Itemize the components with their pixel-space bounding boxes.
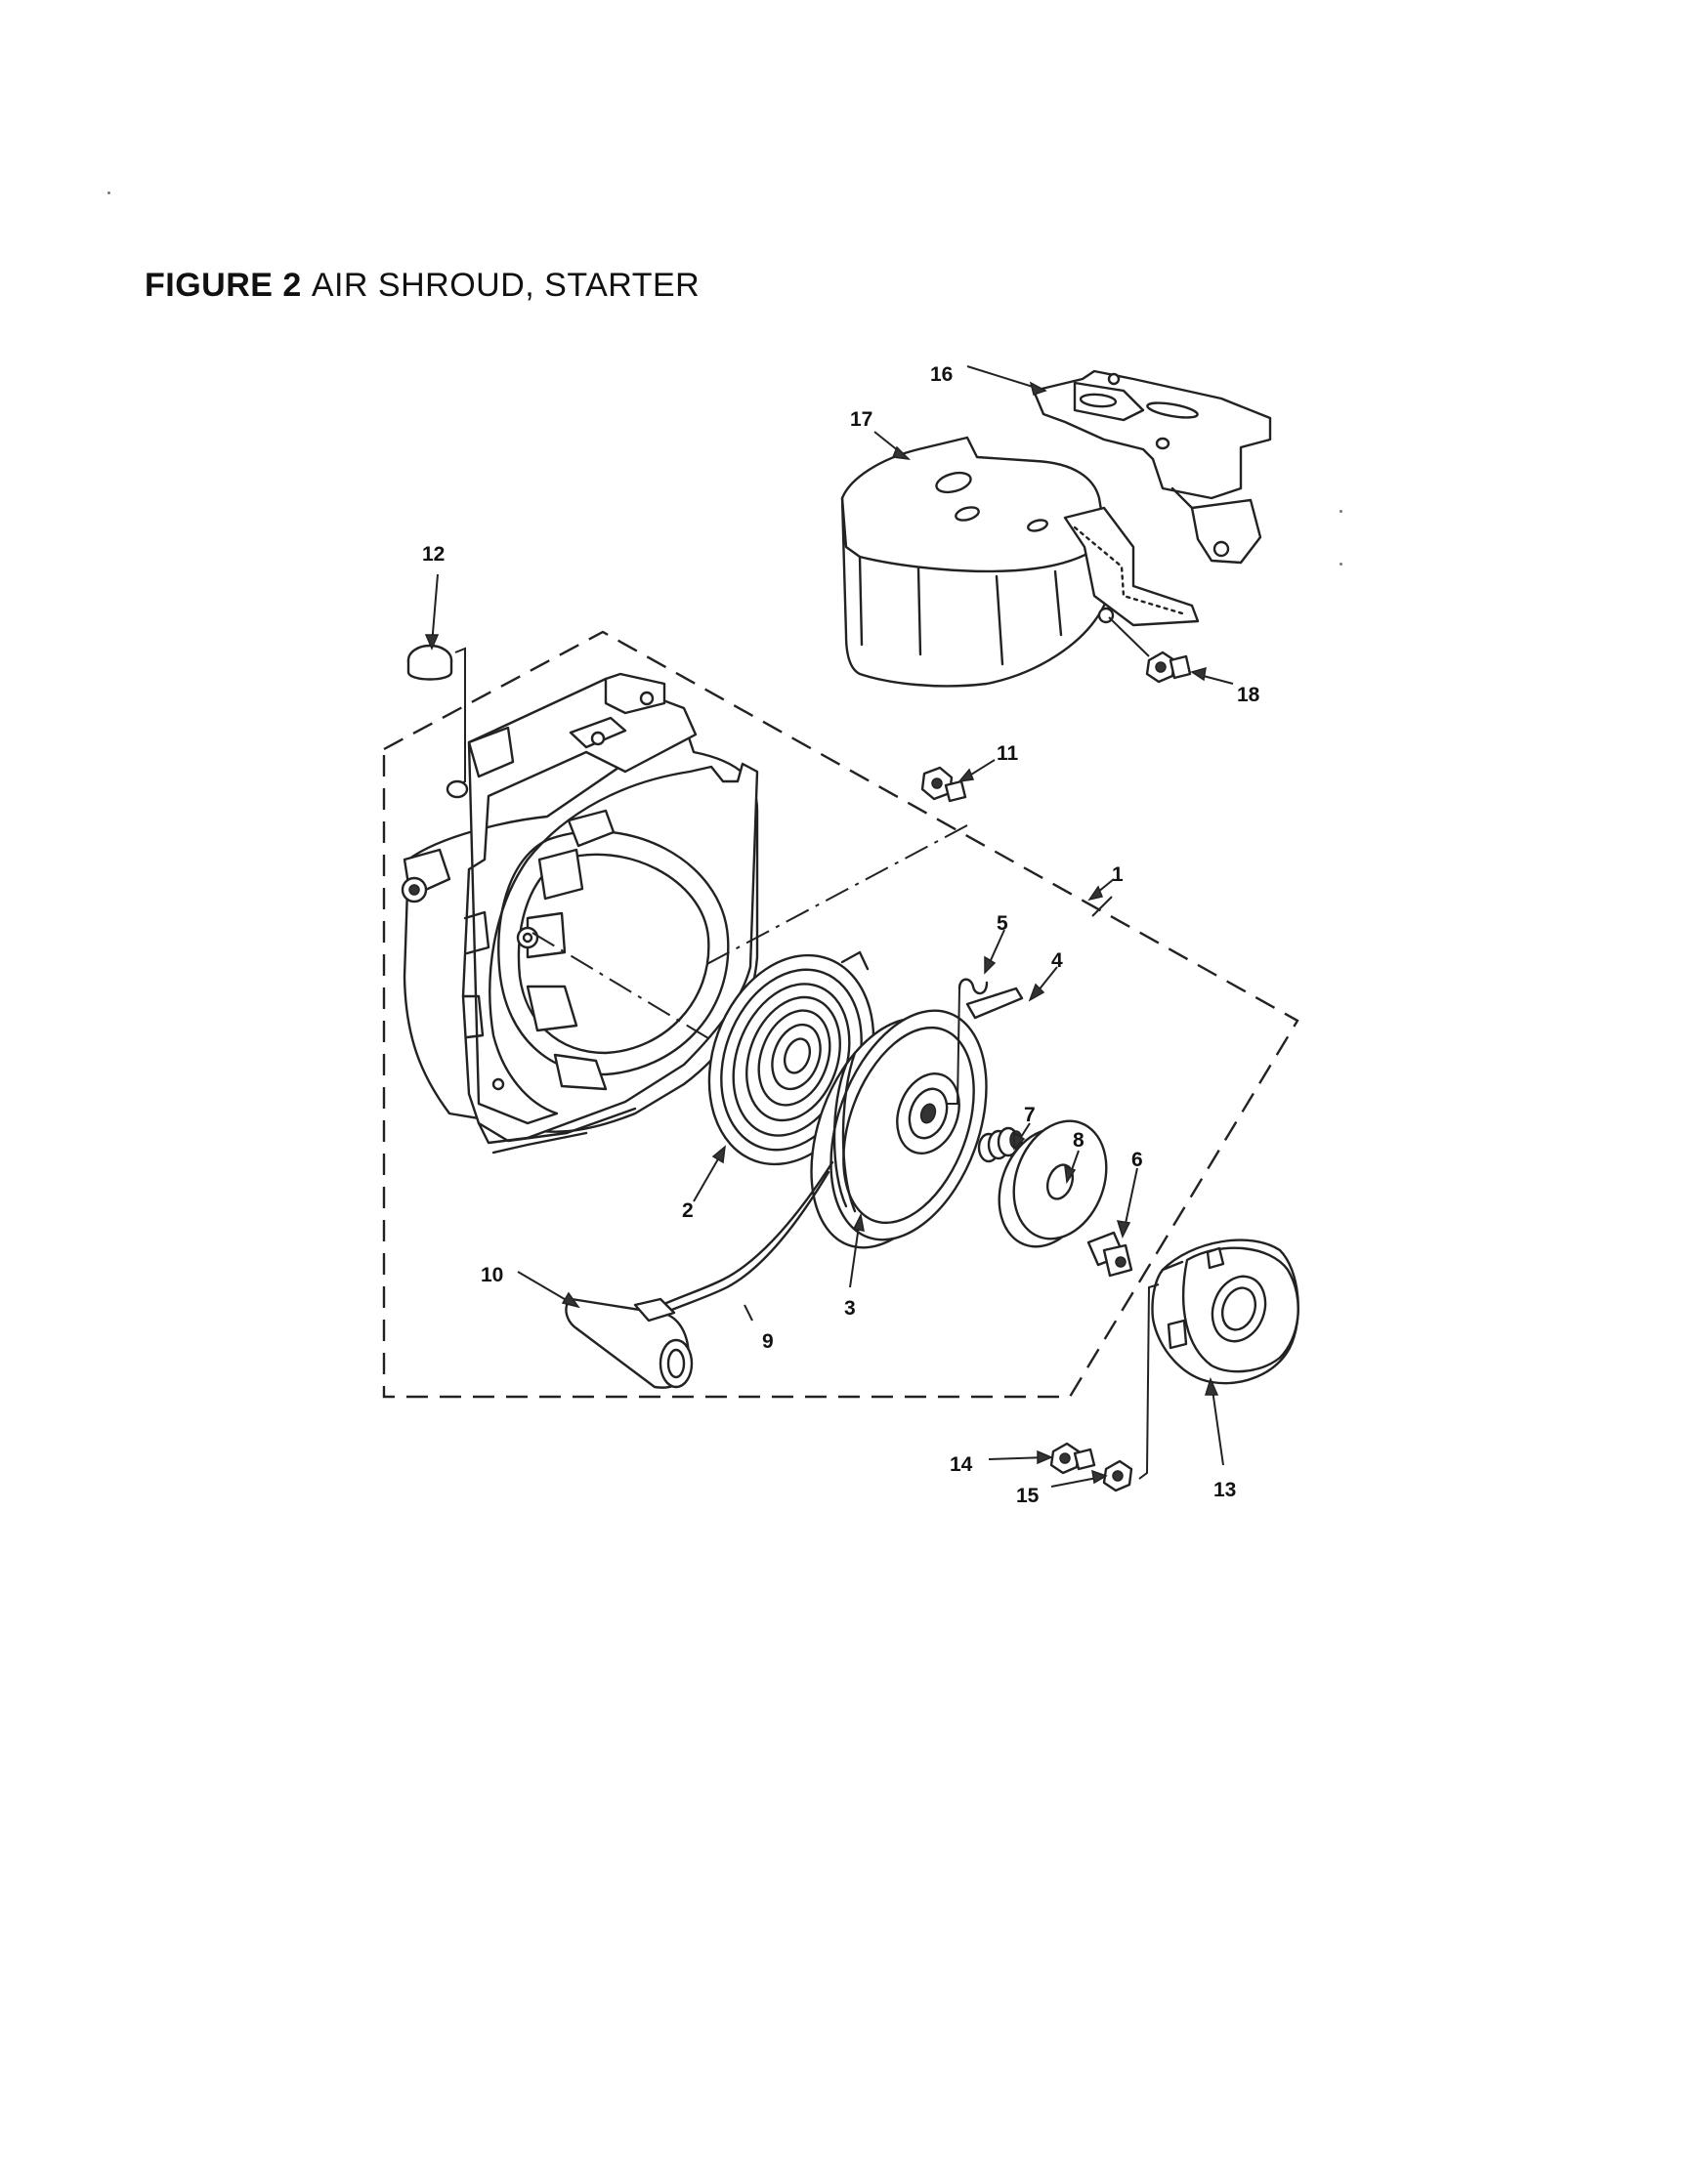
figure-caption: AIR SHROUD, STARTER [311,267,701,304]
callout-14: 14 [950,1453,973,1476]
scan-speck [1340,510,1342,513]
callout-10: 10 [481,1264,503,1286]
mounting-bracket [1032,369,1272,565]
plug-cap [406,644,469,799]
callout-5: 5 [997,912,1008,935]
callout-7: 7 [1024,1104,1036,1126]
callout-15: 15 [1016,1485,1040,1507]
callout-12: 12 [422,543,445,566]
callout-9: 9 [762,1330,774,1353]
starter-pulley [810,1009,988,1249]
pawl-spring [957,978,989,995]
screw-18 [1108,616,1192,684]
scan-speck [1340,563,1342,566]
center-bolt [1086,1231,1133,1278]
callout-11: 11 [997,742,1019,765]
callout-6: 6 [1131,1149,1143,1171]
starter-handle [565,1297,694,1389]
callout-2: 2 [682,1199,694,1222]
callout-1: 1 [1112,863,1124,886]
assembly-boundary [382,630,1299,1399]
callout-18: 18 [1237,684,1260,706]
friction-plate [998,1119,1108,1248]
starter-rope [653,1170,830,1319]
leader-arrows [424,365,1234,1488]
pawl [965,987,1024,1020]
assembly-centerline [532,824,968,1048]
callout-3: 3 [844,1297,856,1320]
scan-speck [107,191,110,194]
screw-14 [1049,1442,1096,1475]
hex-nut-11 [920,766,967,803]
callout-8: 8 [1073,1129,1084,1152]
callout-4: 4 [1051,949,1063,972]
starter-cup [1138,1239,1299,1480]
air-shroud-housing [401,672,759,1155]
callout-17: 17 [850,408,872,431]
figure-number: FIGURE 2 [145,267,302,304]
callout-16: 16 [930,363,953,386]
starter-rope [651,1160,834,1311]
callout-13: 13 [1213,1479,1236,1501]
muffler-guard [840,436,1200,688]
compression-spring [977,1126,1023,1163]
nut-15 [1102,1459,1133,1492]
